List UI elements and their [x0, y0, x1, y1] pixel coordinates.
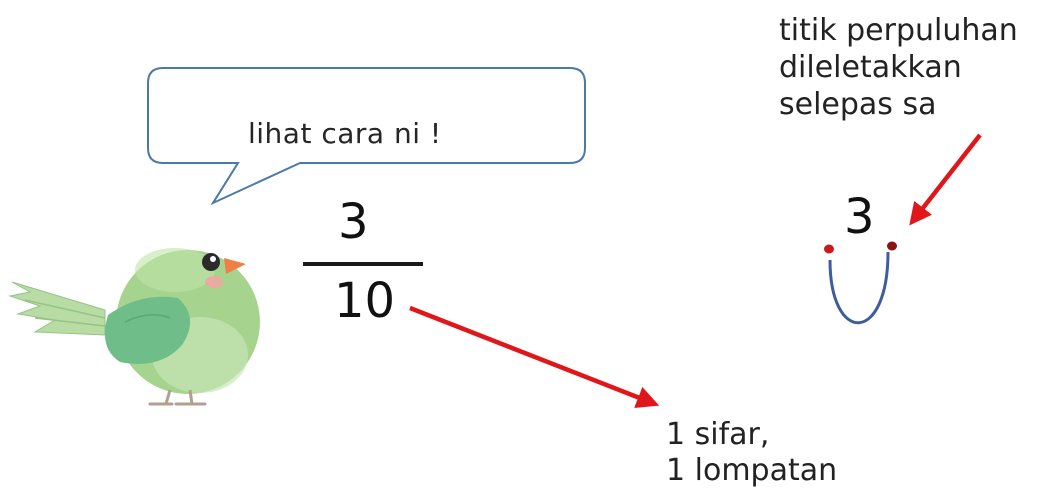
decimal-note-line-3: selepas sa — [779, 87, 937, 122]
decimal-note-line-1: titik perpuluhan — [779, 13, 1018, 48]
arrow-to-decimal-point — [909, 133, 982, 226]
arrow-to-result — [409, 305, 660, 408]
result-note-line-1: 1 sifar, — [666, 417, 770, 452]
result-note-line-2: 1 lompatan — [666, 453, 838, 488]
decimal-point-dot — [887, 241, 897, 251]
decimal-note-line-2: dileletakkan — [779, 50, 962, 85]
jump-digit: 3 — [844, 189, 875, 245]
start-dot — [824, 244, 834, 254]
fraction-denominator: 10 — [334, 273, 396, 329]
speech-bubble — [147, 67, 586, 206]
jump-arc — [828, 251, 890, 325]
speech-bubble-text: lihat cara ni ! — [248, 117, 442, 150]
fraction-numerator: 3 — [338, 194, 369, 250]
